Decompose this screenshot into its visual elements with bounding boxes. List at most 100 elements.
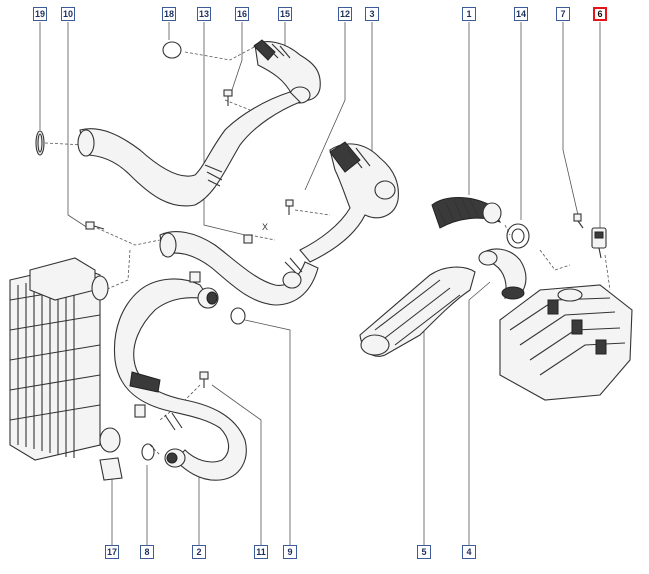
part-18-o-ring	[162, 41, 182, 59]
bolt-10-head	[85, 221, 95, 230]
callout-14: 14	[514, 7, 528, 21]
callout-9: 9	[283, 545, 297, 559]
callout-13: 13	[197, 7, 211, 21]
callout-18: 18	[162, 7, 176, 21]
callout-11: 11	[254, 545, 268, 559]
callout-8: 8	[140, 545, 154, 559]
part-2-lower-pipe	[113, 278, 247, 481]
part-8-o-ring	[141, 443, 155, 461]
leader-4	[468, 281, 491, 545]
clip-upper	[189, 271, 201, 283]
leader-3	[359, 22, 373, 166]
hose-15-ribs	[264, 43, 291, 59]
callout-12: 12	[338, 7, 352, 21]
callout-6-highlighted: 6	[593, 7, 607, 21]
leader-16	[231, 22, 243, 91]
callout-17: 17	[105, 545, 119, 559]
part-16-bolt	[223, 89, 233, 106]
callout-3: 3	[365, 7, 379, 21]
leader-lines	[39, 22, 601, 545]
bolt-11-head	[199, 371, 209, 380]
engine-block	[499, 284, 633, 401]
pipe-13-end	[77, 129, 95, 157]
dash-8	[149, 444, 161, 456]
leader-11	[211, 384, 262, 545]
clip-lower	[134, 404, 146, 418]
ring-14	[506, 223, 530, 249]
part-13-upper-pipe	[77, 91, 301, 207]
pipe-13-coupling	[204, 164, 223, 187]
hose-15-bellows	[253, 39, 276, 61]
dash-18	[184, 44, 259, 61]
dash-10b	[104, 249, 131, 291]
ring-14-inner	[511, 228, 525, 244]
pipe-2-bellows	[129, 371, 161, 393]
leader-13	[203, 22, 246, 236]
dash-14	[504, 224, 511, 236]
part-11-bolt	[199, 371, 209, 388]
bolt-16-head	[223, 89, 233, 97]
part-13-clip	[243, 234, 253, 244]
o-ring-8	[141, 443, 155, 461]
part-9-o-ring	[230, 307, 246, 325]
pipe-13-body	[79, 91, 301, 207]
elbow-4-top	[478, 250, 498, 266]
leader-12	[304, 22, 346, 191]
callout-1: 1	[462, 7, 476, 21]
elbow-4-bottom	[501, 286, 525, 300]
part-12-screw	[285, 199, 294, 215]
part-6-sensor	[591, 227, 607, 259]
pipe-clip	[134, 271, 201, 418]
part-17-bracket	[99, 457, 123, 481]
engine-part-b	[571, 319, 583, 335]
engine-part-c	[595, 339, 607, 355]
part-4-elbow-hose	[478, 248, 527, 300]
hose-3-clamp	[374, 180, 396, 200]
seal-ring-19-inner	[37, 133, 43, 153]
middle-charge-pipe: X	[159, 222, 319, 306]
callout-7: 7	[556, 7, 570, 21]
dash-4	[539, 249, 571, 271]
dash-12	[294, 209, 331, 216]
middle-pipe-clamp	[282, 271, 302, 289]
screw-12-head	[285, 199, 294, 207]
dash-16	[224, 99, 251, 111]
middle-pipe-end	[159, 232, 177, 258]
part-1-intake-bellows	[431, 197, 502, 229]
seal-ring-19	[35, 130, 45, 156]
intercooler	[9, 257, 121, 461]
o-ring-9	[230, 307, 246, 325]
callout-15: 15	[278, 7, 292, 21]
hose-3-bellows	[329, 141, 361, 173]
hose-3-body	[299, 143, 399, 263]
dash-10	[96, 227, 161, 246]
bracket-17	[99, 457, 123, 481]
engine-outline	[499, 284, 633, 401]
part-19-seal-ring	[35, 130, 45, 156]
pipe-2-upper-opening	[206, 291, 218, 305]
callout-4: 4	[462, 545, 476, 559]
engine-part-a	[547, 299, 559, 315]
dash-13	[249, 234, 276, 241]
bellows-1-ribs	[437, 198, 479, 226]
bellows-1-end	[482, 202, 502, 224]
callout-19: 19	[33, 7, 47, 21]
part-5-air-duct	[359, 266, 476, 357]
leader-10	[67, 22, 89, 229]
pipe-2-lower-opening	[166, 452, 178, 464]
leader-9	[244, 319, 291, 545]
intercooler-fins	[17, 271, 75, 458]
callout-5: 5	[417, 545, 431, 559]
engine-port	[557, 288, 583, 302]
bolt-10-shank	[93, 225, 105, 230]
hose-3-ribs	[347, 147, 371, 169]
middle-pipe-body	[159, 231, 319, 306]
callout-16: 16	[235, 7, 249, 21]
sensor-6-connector	[594, 231, 604, 239]
duct-5-opening	[360, 334, 390, 356]
intercooler-inlet	[91, 275, 109, 301]
part-7-bolt	[573, 213, 584, 229]
sensor-6-tip	[598, 247, 602, 259]
bolt-7-head	[573, 213, 582, 222]
